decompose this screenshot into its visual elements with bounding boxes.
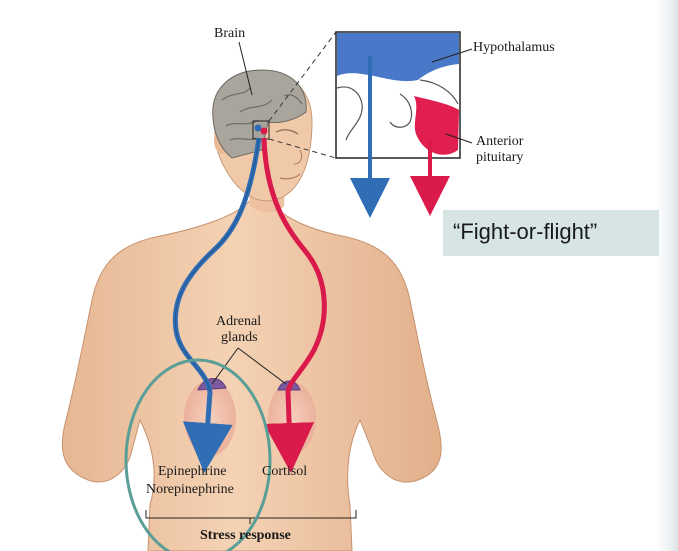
brain-leader — [238, 41, 253, 96]
pituitary-leader — [445, 133, 473, 144]
adrenal-glands-label-line2: glands — [221, 330, 258, 345]
fight-or-flight-text: “Fight-or-flight” — [453, 219, 598, 244]
nose-line — [293, 149, 303, 165]
adrenal-glands-label-line1: Adrenal — [216, 314, 262, 329]
slide-edge-shadow — [656, 0, 678, 551]
fight-or-flight-callout: “Fight-or-flight” — [443, 210, 659, 256]
brain-folds — [221, 87, 303, 141]
epinephrine-highlight-ellipse — [124, 358, 272, 551]
inset-connector-bottom — [268, 138, 337, 159]
hpa-pathway-arrow — [261, 137, 327, 473]
inset-connector-top — [268, 31, 337, 122]
sympathetic-pathway-outline — [174, 137, 260, 393]
anterior-pituitary-label-line2: pituitary — [476, 150, 524, 165]
stress-response-bracket — [145, 510, 357, 524]
pituitary-region — [414, 96, 459, 155]
cortisol-label: Cortisol — [262, 464, 308, 479]
locator-blue-dot — [254, 124, 262, 132]
brain-region — [212, 69, 307, 159]
hypothalamus-label: Hypothalamus — [473, 40, 555, 55]
brain-label: Brain — [214, 26, 246, 41]
stress-response-label: Stress response — [200, 528, 291, 543]
norepinephrine-label: Norepinephrine — [146, 482, 234, 497]
locator-red-dot — [260, 127, 268, 135]
torso-silhouette — [61, 197, 442, 551]
hypothalamus-leader — [431, 48, 473, 63]
epinephrine-label: Epinephrine — [158, 464, 227, 479]
eye-line — [275, 129, 299, 135]
mouth-line — [279, 173, 301, 180]
inset-tissue-outline — [336, 79, 459, 141]
hypothalamus-region — [337, 33, 459, 82]
anterior-pituitary-label-line1: Anterior — [476, 134, 524, 149]
